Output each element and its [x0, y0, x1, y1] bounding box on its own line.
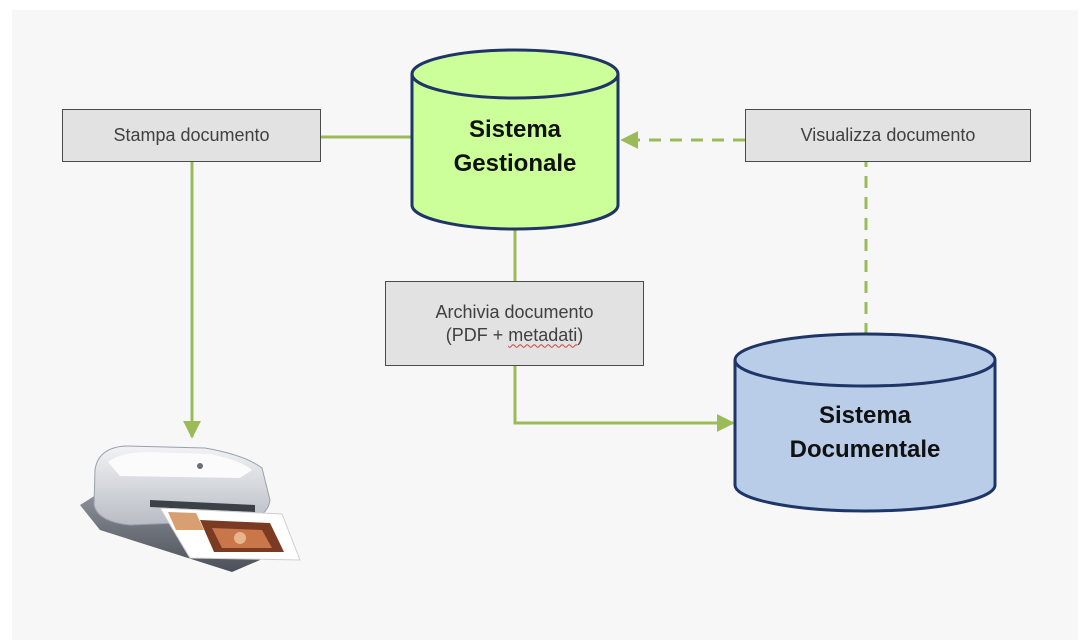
archivia-line2-prefix: (PDF +: [445, 324, 509, 345]
sistema-gestionale-label: Sistema Gestionale: [412, 113, 618, 180]
archivia-line2-metadati: metadati: [508, 324, 578, 345]
visualizza-documento-label: Visualizza documento: [800, 125, 976, 146]
sistema-gestionale-line2: Gestionale: [453, 149, 577, 177]
database-sistema-documentale: [733, 332, 997, 513]
archivia-line2-suffix: ): [577, 324, 584, 345]
stampa-documento-label: Stampa documento: [113, 125, 270, 146]
sistema-documentale-line2: Documentale: [789, 435, 941, 463]
stampa-documento-box: Stampa documento: [62, 109, 321, 162]
archivia-documento-line1: Archivia documento: [435, 302, 594, 322]
printer-icon: [80, 445, 301, 572]
archivia-documento-box: Archivia documento (PDF + metadati): [385, 281, 644, 366]
database-sistema-gestionale: [410, 48, 620, 231]
sistema-gestionale-line1: Sistema: [468, 116, 562, 143]
visualizza-documento-box: Visualizza documento: [745, 109, 1031, 162]
arrow-archivia-documentale: [513, 366, 735, 432]
archivia-documento-line2: (PDF + metadati): [446, 324, 584, 347]
sistema-documentale-label: Sistema Documentale: [735, 399, 995, 466]
sistema-documentale-line1: Sistema: [818, 402, 912, 429]
